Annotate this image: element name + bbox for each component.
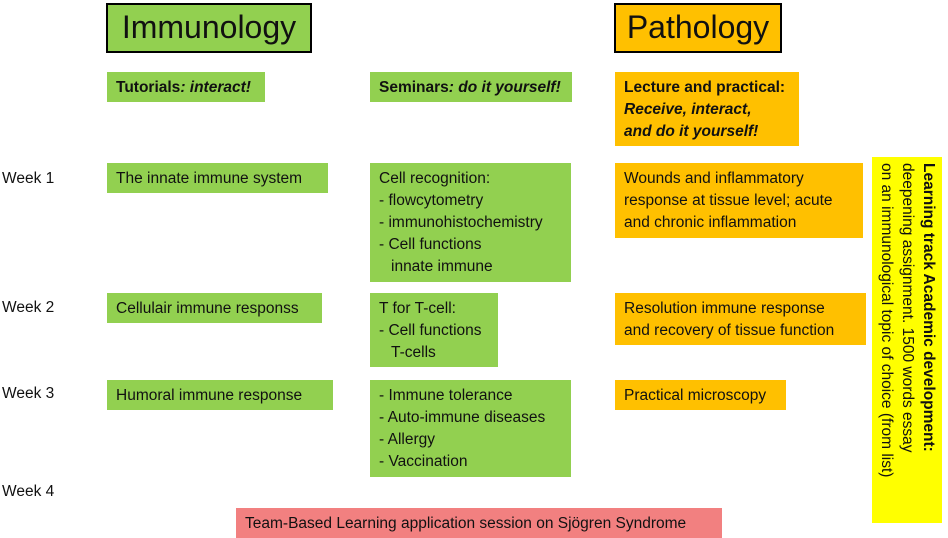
seminars-header-rest: : do it yourself! [448, 79, 561, 96]
learning-track-text: Learning track Academic development: dee… [872, 157, 942, 523]
pathology-line: and chronic inflammation [624, 214, 797, 231]
seminar-line: - Auto-immune diseases [379, 409, 546, 426]
seminar-line: Cell recognition: [379, 170, 491, 187]
seminar-line: T-cells [391, 344, 436, 361]
tutorials-header-rest: : interact! [180, 79, 251, 96]
week-2-label: Week 2 [2, 299, 55, 316]
learning-track-box: Learning track Academic development: dee… [872, 157, 942, 523]
pathology-week-1: Wounds and inflammatory response at tiss… [615, 163, 863, 238]
seminar-line: - Allergy [379, 431, 435, 448]
seminar-week-3: - Immune tolerance - Auto-immune disease… [370, 380, 571, 477]
team-based-learning-session: Team-Based Learning application session … [236, 508, 722, 538]
pathology-header: Lecture and practical: Receive, interact… [615, 72, 799, 146]
pathology-header-line: Lecture and practical: [624, 79, 786, 96]
tutorial-week-2: Cellulair immune responss [107, 293, 322, 323]
pathology-line: and recovery of tissue function [624, 322, 835, 339]
pathology-week-3: Practical microscopy [615, 380, 786, 410]
tutorials-header: Tutorials: interact! [107, 72, 265, 102]
tutorial-week-3: Humoral immune response [107, 380, 333, 410]
week-4-label: Week 4 [2, 483, 55, 500]
immunology-title: Immunology [106, 3, 312, 53]
seminar-week-2: T for T-cell: - Cell functions T-cells [370, 293, 498, 367]
seminar-line: - flowcytometry [379, 192, 484, 209]
seminar-line: - Cell functions [379, 322, 482, 339]
seminar-week-1: Cell recognition: - flowcytometry - immu… [370, 163, 571, 282]
learning-track-line: deepening assignment. 1500 words essay [899, 163, 916, 453]
learning-track-title: Learning track Academic development: [920, 163, 937, 452]
week-3-label: Week 3 [2, 385, 55, 402]
seminar-line: T for T-cell: [379, 300, 456, 317]
pathology-week-2: Resolution immune response and recovery … [615, 293, 866, 345]
pathology-line: Wounds and inflammatory [624, 170, 804, 187]
seminar-line: innate immune [391, 258, 493, 275]
pathology-title: Pathology [614, 3, 782, 53]
tutorial-week-1: The innate immune system [107, 163, 328, 193]
seminar-line: - Cell functions [379, 236, 482, 253]
pathology-line: response at tissue level; acute [624, 192, 833, 209]
week-1-label: Week 1 [2, 170, 55, 187]
seminars-header: Seminars: do it yourself! [370, 72, 572, 102]
seminar-line: - Vaccination [379, 453, 468, 470]
tutorials-header-lead: Tutorials [116, 79, 181, 96]
pathology-line: Resolution immune response [624, 300, 825, 317]
seminar-line: - immunohistochemistry [379, 214, 543, 231]
seminar-line: - Immune tolerance [379, 387, 513, 404]
pathology-header-line: and do it yourself! [624, 123, 759, 140]
seminars-header-lead: Seminars [379, 79, 449, 96]
pathology-header-line: Receive, interact, [624, 101, 752, 118]
learning-track-line: on an immunological topic of choice (fro… [878, 163, 895, 478]
